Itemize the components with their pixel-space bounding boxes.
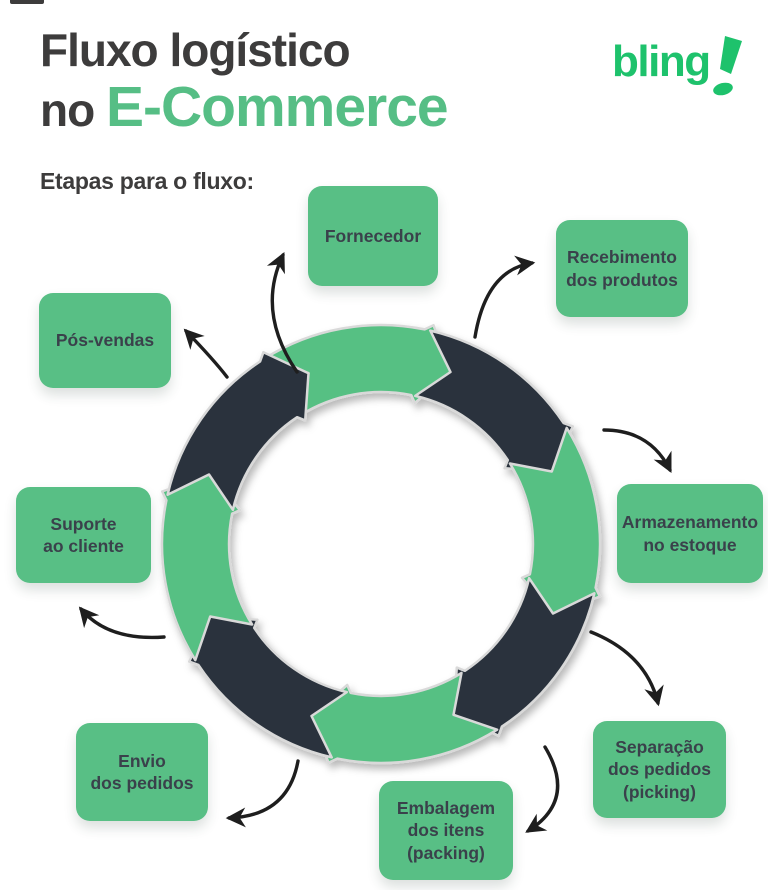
- flow-arrow-5: [225, 759, 300, 828]
- ring-segment-green-0: [263, 323, 452, 417]
- flow-arrow-7: [183, 328, 229, 379]
- subtitle: Etapas para o fluxo:: [40, 168, 254, 194]
- step-box-armazenamento: Armazenamento no estoque: [617, 484, 763, 583]
- ring-segment-dark-3: [452, 576, 596, 738]
- bling-logo: bling: [612, 36, 742, 98]
- ring-segment-green-4: [310, 671, 499, 765]
- ring-segment-green-2: [508, 426, 602, 615]
- title-line2: no E-Commerce: [40, 75, 449, 140]
- flow-arrow-3: [589, 630, 664, 707]
- flow-arrow-1: [473, 255, 536, 339]
- step-box-separacao: Separação dos pedidos (picking): [593, 721, 726, 818]
- step-box-envio: Envio dos pedidos: [76, 723, 208, 821]
- step-box-embalagem: Embalagem dos itens (packing): [379, 781, 513, 880]
- ring-segment-green-6: [160, 473, 254, 662]
- logo-exclamation-icon: [712, 36, 742, 96]
- flow-arrow-6: [78, 606, 166, 640]
- flow-arrow-2: [602, 428, 672, 473]
- page-title: Fluxo logístico no E-Commerce: [40, 24, 449, 140]
- flow-arrow-0: [266, 252, 299, 374]
- title-line2-highlight: E-Commerce: [105, 75, 449, 140]
- title-line2-prefix: no: [40, 84, 106, 137]
- step-box-fornecedor: Fornecedor: [308, 186, 438, 286]
- ring-segment-dark-7: [166, 350, 310, 512]
- step-box-posvendas: Pós-vendas: [39, 293, 171, 388]
- step-box-suporte: Suporte ao cliente: [16, 487, 151, 583]
- step-box-recebimento: Recebimento dos produtos: [556, 220, 688, 317]
- ring-segment-dark-1: [413, 329, 575, 473]
- ring-segment-dark-5: [187, 615, 349, 759]
- top-left-mark: [10, 0, 44, 4]
- flow-arrow-4: [525, 745, 560, 833]
- title-line1: Fluxo logístico: [40, 24, 351, 76]
- bling-logo-text: bling: [612, 37, 711, 86]
